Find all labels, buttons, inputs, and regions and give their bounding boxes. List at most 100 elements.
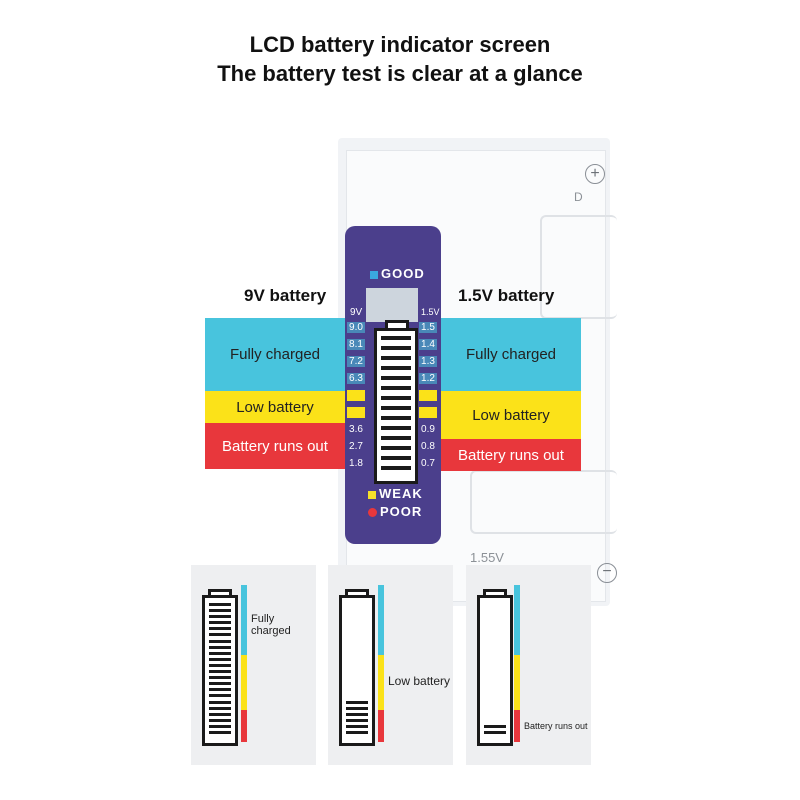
lcd-battery-bar [381,406,411,410]
lcd-battery-bar [381,396,411,400]
level-strip-blue [378,585,384,655]
lcd-battery-bar [381,366,411,370]
battery-level-bar [209,627,231,631]
battery-level-bar [209,670,231,673]
good-indicator: GOOD [370,266,425,281]
battery-level-bar [484,724,506,728]
right-title: 1.5V battery [458,286,555,305]
left-scale-value-4: 5.4 [347,390,365,401]
battery-cap [208,589,232,598]
lcd-battery-icon [374,328,418,484]
lcd-battery-bar [381,426,411,430]
battery-level-bar [209,712,231,716]
right-scale-value-1: 1.4 [419,339,437,350]
right-fully-charged-label: Fully charged [465,346,557,363]
panel-fully-charged: Fully charged [191,565,316,765]
lcd-battery-bar [381,386,411,390]
battery-level-bar [346,731,368,734]
weak-square-icon [368,490,376,499]
device-slot-label: D [574,190,583,204]
lcd-battery-bar [381,446,411,450]
battery-cap [345,589,369,598]
battery-level-bar [346,724,368,728]
left-scale-value-5: 4.5 [347,407,365,418]
good-square-icon [370,270,378,279]
poor-indicator: POOR [368,504,422,519]
battery-level-bar [209,688,231,692]
left-scale-value-3: 6.3 [347,373,365,384]
battery-empty-icon [477,595,513,746]
left-scale-value-8: 1.8 [349,458,363,469]
panel-label-runs-out: Battery runs out [524,721,588,731]
lcd-battery-bar [381,336,411,340]
battery-cap [483,589,507,598]
battery-level-bar [209,615,231,619]
battery-level-bar [209,651,231,655]
left-band-low-battery: Low battery [205,391,345,423]
right-scale-value-3: 1.2 [419,373,437,384]
right-scale-header: 1.5V [421,307,440,317]
right-band-low-battery: Low battery [441,391,581,439]
lcd-window [366,288,418,322]
left-title: 9V battery [244,286,327,305]
battery-level-bar [346,712,368,716]
plus-circle-icon: + [585,164,605,184]
battery-level-bar [209,694,231,698]
lcd-battery-bar [381,356,411,360]
left-scale-value-0: 9.0 [347,322,365,333]
heading-line-1: LCD battery indicator screen [249,32,551,57]
battery-level-bar [209,700,231,704]
panel-label-fully-charged: Fully charged [251,613,291,637]
level-strip-yellow [514,655,520,710]
right-scale-value-6: 0.9 [421,424,435,435]
left-scale-header: 9V [350,307,363,318]
right-runs-out-label: Battery runs out [458,446,564,464]
battery-level-bar [209,718,231,722]
level-strip-blue [241,585,247,655]
left-fully-charged-label: Fully charged [229,346,321,363]
battery-level-bar [209,682,231,686]
battery-level-bar [209,639,231,643]
right-scale-value-4: 1.1 [419,390,437,401]
panel-low-battery: Low battery [328,565,453,765]
lcd-battery-bar [381,346,411,350]
poor-dot-icon [368,508,377,518]
right-scale-value-2: 1.3 [419,356,437,367]
battery-level-bar [209,633,231,637]
lcd-battery-bar [381,376,411,380]
device-slot-lower [470,470,617,534]
lcd-battery-bar [381,436,411,440]
battery-full-icon [202,595,238,746]
lcd-battery-bar [381,416,411,420]
minus-circle-icon: − [597,563,617,583]
weak-indicator: WEAK [368,486,423,501]
level-strip-red [378,710,384,742]
left-band-fully-charged: Fully charged [205,318,345,391]
right-scale-value-8: 0.7 [421,458,435,469]
left-scale-value-7: 2.7 [349,441,363,452]
poor-label: POOR [380,504,423,519]
battery-level-bar [209,609,231,612]
battery-level-bar [346,706,368,710]
heading-line-2: The battery test is clear at a glance [217,61,583,86]
battery-level-bar [346,718,368,722]
level-strip-red [241,710,247,742]
device-voltage-label: 1.55V [470,550,504,565]
battery-level-bar [209,706,231,710]
battery-level-bar [209,676,231,680]
battery-level-bar [484,731,506,734]
left-scale-value-1: 8.1 [347,339,365,350]
battery-low-icon [339,595,375,746]
left-scale-value-2: 7.2 [347,356,365,367]
right-scale-value-7: 0.8 [421,441,435,452]
good-label: GOOD [381,266,425,281]
right-band-fully-charged: Fully charged [441,318,581,391]
lcd-battery-bar [381,466,411,470]
level-strip-blue [514,585,520,655]
battery-level-bar [209,621,231,625]
battery-level-bar [209,731,231,734]
lcd-battery-cap [385,320,409,331]
right-scale-value-5: 1.0 [419,407,437,418]
panel-runs-out: Battery runs out [466,565,591,765]
level-strip-yellow [241,655,247,710]
